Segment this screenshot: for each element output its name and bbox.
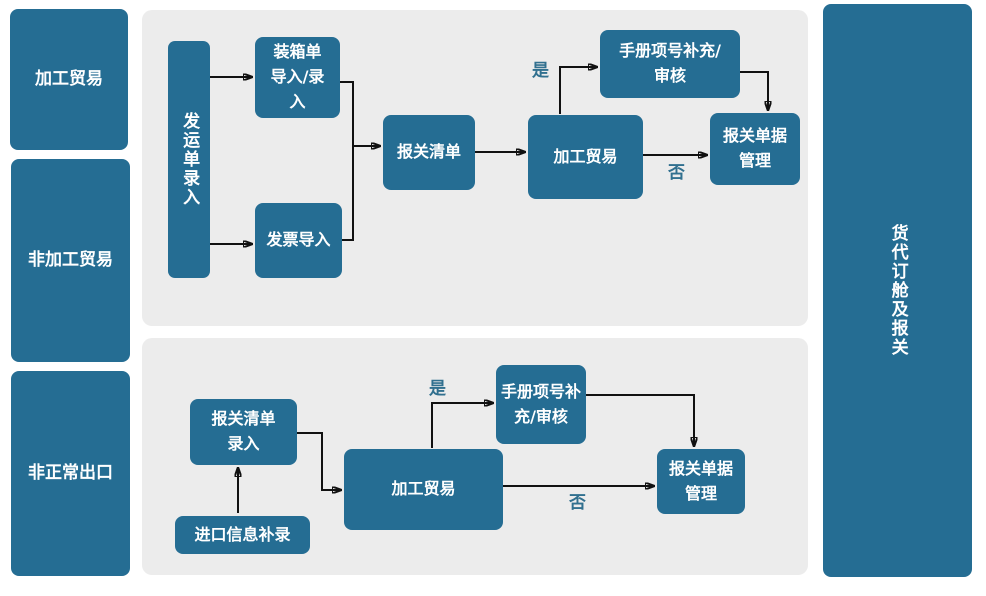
node-invoice-import: 发票导入 xyxy=(255,203,342,278)
decision-label-no-top: 否 xyxy=(668,163,685,183)
node-manual-item-check-bottom: 手册项号补充/审核 xyxy=(496,365,586,444)
decision-label-no-bottom: 否 xyxy=(569,493,586,513)
node-processing-trade-decision-top: 加工贸易 xyxy=(528,115,643,199)
node-import-info-supplement: 进口信息补录 xyxy=(175,516,310,554)
node-declaration-list: 报关清单 xyxy=(383,115,475,190)
decision-label-yes-top: 是 xyxy=(532,61,549,81)
node-processing-trade-decision-bottom: 加工贸易 xyxy=(344,449,503,530)
node-declaration-doc-mgmt-top: 报关单据管理 xyxy=(710,113,800,185)
lane-abnormal-export: 非正常出口 xyxy=(11,371,130,576)
node-manual-item-check-top: 手册项号补充/审核 xyxy=(600,30,740,98)
node-shipping-order-entry: 发运单录入 xyxy=(168,41,210,278)
lane-freight-booking-customs: 货代订舱及报关 xyxy=(823,4,972,577)
node-packing-list-import: 装箱单导入/录入 xyxy=(255,37,340,118)
lane-processing-trade: 加工贸易 xyxy=(10,9,128,150)
decision-label-yes-bottom: 是 xyxy=(429,379,446,399)
lane-non-processing-trade: 非加工贸易 xyxy=(11,159,130,362)
node-declaration-list-entry: 报关清单录入 xyxy=(190,399,297,465)
node-declaration-doc-mgmt-bottom: 报关单据管理 xyxy=(657,449,745,514)
